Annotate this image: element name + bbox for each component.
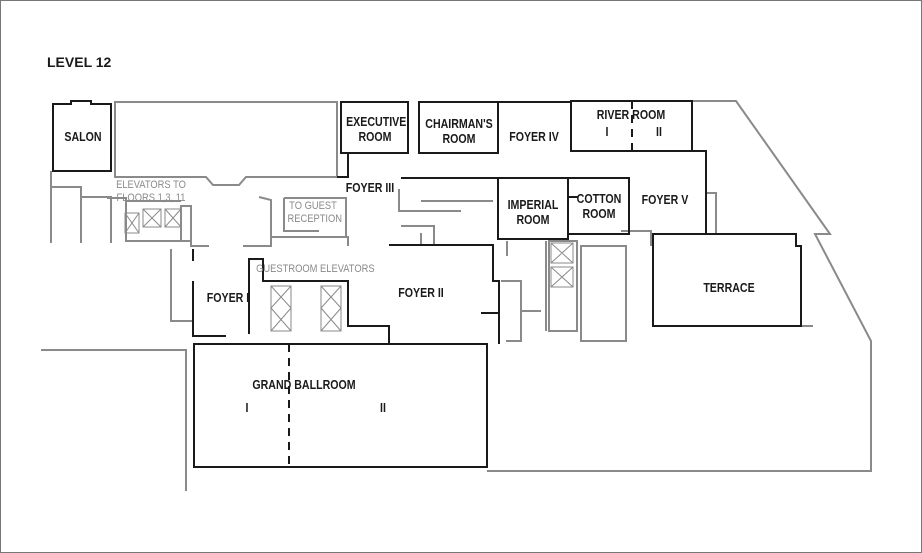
room-foyer-iv[interactable]: FOYER IV xyxy=(509,130,559,144)
level-title: LEVEL 12 xyxy=(47,54,112,70)
room-grand-ballroom[interactable]: GRAND BALLROOM xyxy=(252,378,356,392)
room-river-room[interactable]: RIVER ROOM xyxy=(596,108,666,122)
room-label: IMPERIAL xyxy=(507,198,559,212)
guestroom-elevators-label: GUESTROOM ELEVATORS xyxy=(256,263,375,275)
river-room-ii: II xyxy=(656,125,662,139)
ballroom-i: I xyxy=(245,401,249,415)
room-terrace[interactable]: TERRACE xyxy=(703,281,755,295)
label-line: ELEVATORS TO xyxy=(116,179,186,191)
service-areas xyxy=(41,100,872,491)
label-line: FLOORS 1,3, 11 xyxy=(116,192,186,204)
room-label: ROOM xyxy=(516,213,550,227)
river-room-i: I xyxy=(605,125,609,139)
room-label: ROOM xyxy=(358,130,392,144)
room-label: COTTON xyxy=(576,192,622,206)
room-foyer-ii[interactable]: FOYER II xyxy=(398,286,444,300)
label-line: RECEPTION xyxy=(287,213,343,225)
room-label: ROOM xyxy=(442,132,476,146)
room-label: ROOM xyxy=(582,207,616,221)
room-walls xyxy=(52,100,802,468)
label-line: TO GUEST xyxy=(289,200,337,212)
room-foyer-i[interactable]: FOYER I xyxy=(206,291,250,305)
room-label: CHAIRMAN'S xyxy=(425,117,493,131)
room-label: EXECUTIVE xyxy=(346,115,407,129)
room-foyer-v[interactable]: FOYER V xyxy=(641,193,689,207)
room-salon[interactable]: SALON xyxy=(64,130,102,144)
ballroom-ii: II xyxy=(380,401,386,415)
room-foyer-iii[interactable]: FOYER III xyxy=(345,181,395,195)
